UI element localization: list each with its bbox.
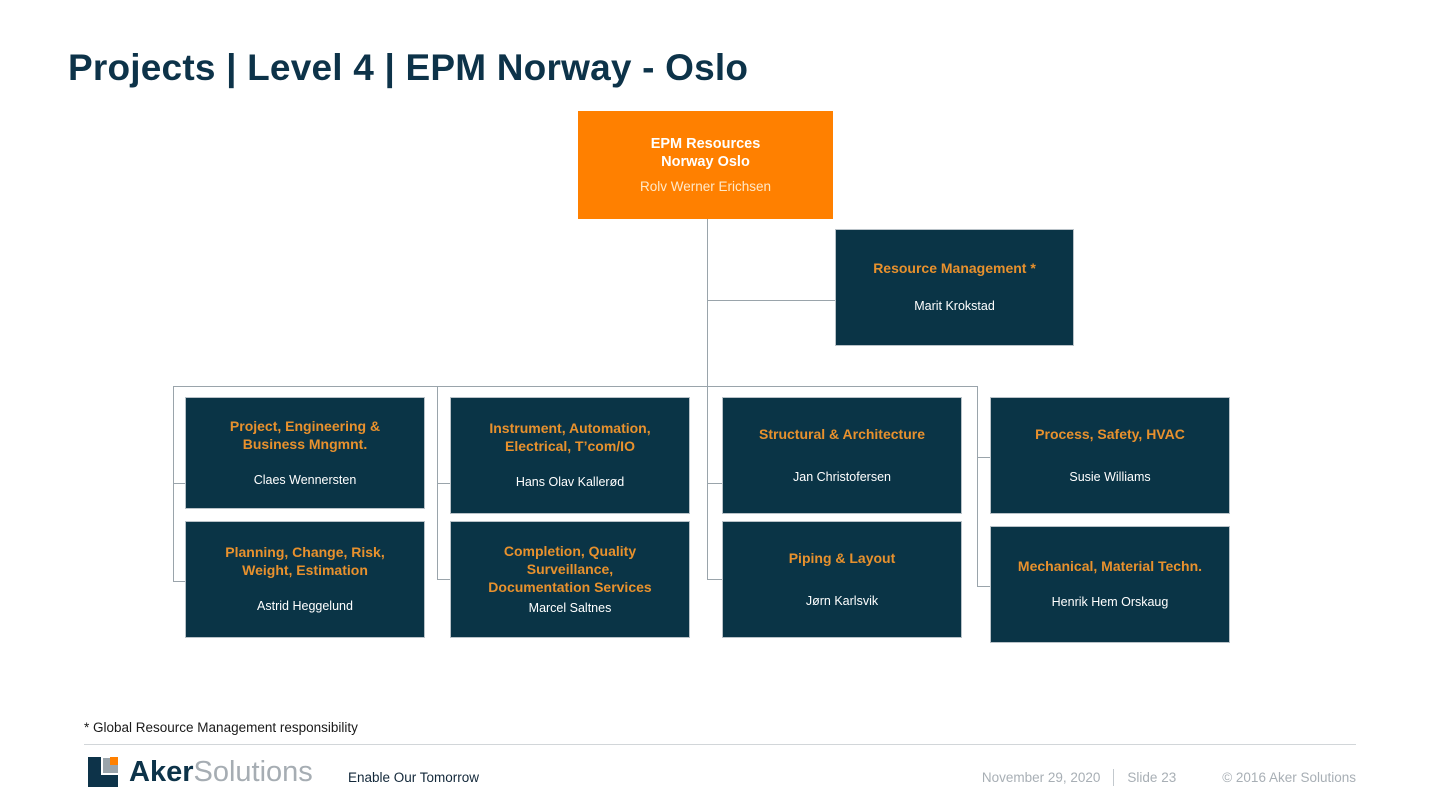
org-node-planning-change-risk-weight-estimation[interactable]: Planning, Change, Risk, Weight, Estimati… [185, 521, 425, 638]
aker-logo-icon [88, 757, 118, 787]
org-node-title: Process, Safety, HVAC [1035, 425, 1185, 442]
org-node-person: Claes Wennersten [253, 472, 357, 487]
logo-wordmark: AkerSolutions [129, 755, 313, 788]
connector-root-stem [707, 219, 708, 386]
org-node-title: EPM Resources Norway Oslo [650, 135, 761, 171]
footer-copyright: © 2016 Aker Solutions [1222, 770, 1356, 785]
connector-col1-drop [173, 386, 174, 582]
page-title: Projects | Level 4 | EPM Norway - Oslo [68, 47, 749, 88]
org-node-person: Hans Olav Kallerød [515, 475, 625, 490]
connector-col1-stub-2 [173, 581, 185, 582]
tagline: Enable Our Tomorrow [348, 770, 480, 785]
connector-col1-stub-1 [173, 483, 185, 484]
org-node-person: Marcel Saltnes [528, 600, 612, 615]
org-node-title: Resource Management * [873, 260, 1036, 277]
org-node-person: Susie Williams [1069, 469, 1151, 484]
org-node-mechanical-material-techn[interactable]: Mechanical, Material Techn. Henrik Hem O… [990, 526, 1230, 643]
org-node-instrument-automation-electrical-tcom-io[interactable]: Instrument, Automation, Electrical, T’co… [450, 397, 690, 514]
footer-slide-number: Slide 23 [1127, 770, 1177, 785]
connector-col3-stub-2 [707, 579, 722, 580]
footnote: * Global Resource Management responsibil… [84, 720, 358, 735]
org-node-title: Mechanical, Material Techn. [1017, 558, 1203, 575]
org-node-project-engineering-business-mngmnt[interactable]: Project, Engineering & Business Mngmnt. … [185, 397, 425, 509]
org-node-title: Instrument, Automation, Electrical, T’co… [489, 420, 651, 455]
org-node-piping-layout[interactable]: Piping & Layout Jørn Karlsvik [722, 521, 962, 638]
logo-navy-foot [88, 775, 118, 787]
org-node-title: Completion, Quality Surveillance, Docume… [488, 543, 652, 595]
logo-wordmark-primary: Aker [129, 755, 194, 788]
connector-col4-stub-1 [977, 457, 990, 458]
footer-meta-separator [1113, 769, 1115, 786]
org-node-completion-quality-surveillance-documentation-services[interactable]: Completion, Quality Surveillance, Docume… [450, 521, 690, 638]
logo-wordmark-secondary: Solutions [193, 755, 313, 788]
connector-col4-drop [977, 386, 978, 586]
org-node-title: Structural & Architecture [759, 425, 925, 442]
org-node-resource-management[interactable]: Resource Management * Marit Krokstad [835, 229, 1074, 346]
org-node-person: Marit Krokstad [914, 299, 995, 314]
logo-orange-square [110, 757, 118, 765]
footer-date: November 29, 2020 [981, 770, 1101, 785]
org-node-structural-architecture[interactable]: Structural & Architecture Jan Christofer… [722, 397, 962, 514]
connector-col3-stub-1 [707, 483, 722, 484]
footer-divider [84, 744, 1356, 745]
org-node-root[interactable]: EPM Resources Norway Oslo Rolv Werner Er… [578, 111, 833, 219]
org-node-person: Astrid Heggelund [257, 599, 353, 614]
org-node-process-safety-hvac[interactable]: Process, Safety, HVAC Susie Williams [990, 397, 1230, 514]
org-node-title: Project, Engineering & Business Mngmnt. [229, 417, 381, 452]
aker-solutions-logo: AkerSolutions [88, 757, 313, 787]
org-node-person: Henrik Hem Orskaug [1051, 595, 1169, 610]
org-node-person: Jan Christofersen [793, 469, 891, 484]
footer-meta: November 29, 2020 Slide 23 © 2016 Aker S… [982, 769, 1356, 786]
org-node-title: Planning, Change, Risk, Weight, Estimati… [225, 544, 385, 579]
org-node-person: Jørn Karlsvik [805, 593, 879, 608]
connector-col2-stub-2 [437, 579, 450, 580]
connector-main-bus [173, 386, 978, 387]
connector-col4-stub-2 [977, 586, 990, 587]
connector-staff-branch [707, 300, 835, 301]
org-node-title: Piping & Layout [788, 549, 896, 566]
org-node-person: Rolv Werner Erichsen [639, 178, 772, 194]
connector-col2-stub-1 [437, 483, 450, 484]
